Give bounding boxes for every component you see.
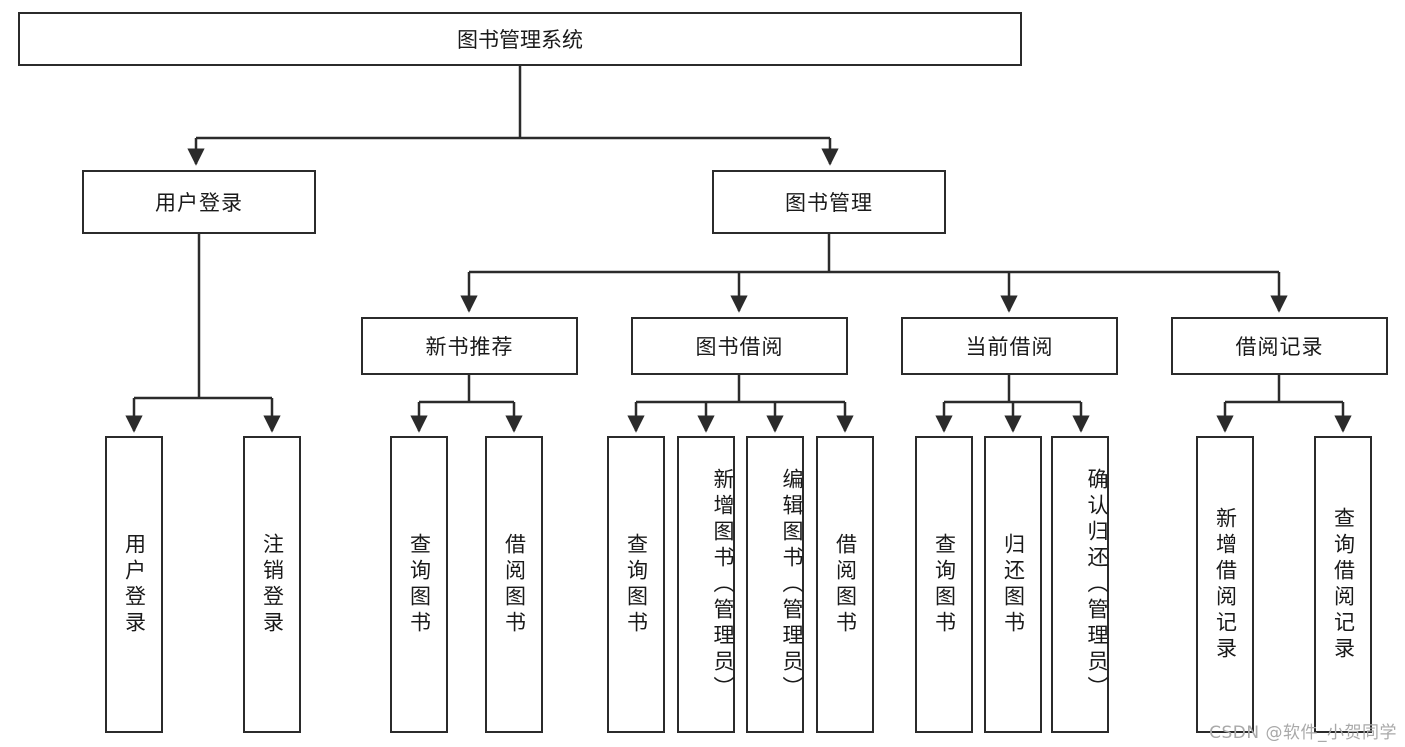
leaf-borrow-borrow-book[interactable]: 借阅图书 bbox=[816, 436, 874, 733]
node-label: 编辑图书（管理员） bbox=[780, 467, 804, 702]
leaf-current-query-book[interactable]: 查询图书 bbox=[915, 436, 973, 733]
node-user-login[interactable]: 用户登录 bbox=[82, 170, 316, 234]
node-label: 用户登录 bbox=[122, 532, 147, 637]
leaf-user-login-logout[interactable]: 注销登录 bbox=[243, 436, 301, 733]
node-new-book-recommend[interactable]: 新书推荐 bbox=[361, 317, 578, 375]
node-label: 借阅图书 bbox=[502, 532, 527, 637]
node-label: 借阅图书 bbox=[833, 532, 858, 637]
node-label: 用户登录 bbox=[155, 191, 243, 215]
node-label: 图书借阅 bbox=[695, 335, 784, 359]
node-label: 查询图书 bbox=[624, 532, 649, 637]
leaf-recommend-borrow-book[interactable]: 借阅图书 bbox=[485, 436, 543, 733]
node-label: 确认归还（管理员） bbox=[1085, 467, 1109, 702]
leaf-record-query-record[interactable]: 查询借阅记录 bbox=[1314, 436, 1372, 733]
node-label: 图书管理系统 bbox=[457, 28, 583, 52]
watermark-text: CSDN @软件_小贺同学 bbox=[1209, 723, 1397, 743]
leaf-current-return-book[interactable]: 归还图书 bbox=[984, 436, 1042, 733]
node-label: 当前借阅 bbox=[965, 335, 1054, 359]
node-current-borrow[interactable]: 当前借阅 bbox=[901, 317, 1118, 375]
node-label: 查询图书 bbox=[407, 532, 432, 637]
node-label: 注销登录 bbox=[260, 532, 285, 637]
leaf-borrow-edit-book-admin[interactable]: 编辑图书（管理员） bbox=[746, 436, 804, 733]
node-label: 查询图书 bbox=[932, 532, 957, 637]
leaf-borrow-add-book-admin[interactable]: 新增图书（管理员） bbox=[677, 436, 735, 733]
node-label: 图书管理 bbox=[785, 191, 873, 215]
node-book-management[interactable]: 图书管理 bbox=[712, 170, 946, 234]
node-borrow-record[interactable]: 借阅记录 bbox=[1171, 317, 1388, 375]
node-label: 借阅记录 bbox=[1235, 335, 1324, 359]
node-book-borrow[interactable]: 图书借阅 bbox=[631, 317, 848, 375]
node-label: 归还图书 bbox=[1001, 532, 1026, 637]
leaf-user-login-login[interactable]: 用户登录 bbox=[105, 436, 163, 733]
leaf-borrow-query-book[interactable]: 查询图书 bbox=[607, 436, 665, 733]
leaf-record-add-record[interactable]: 新增借阅记录 bbox=[1196, 436, 1254, 733]
node-label: 查询借阅记录 bbox=[1331, 506, 1356, 663]
node-label: 新增借阅记录 bbox=[1213, 506, 1238, 663]
node-label: 新增图书（管理员） bbox=[711, 467, 735, 702]
node-root-system[interactable]: 图书管理系统 bbox=[18, 12, 1022, 66]
leaf-recommend-query-book[interactable]: 查询图书 bbox=[390, 436, 448, 733]
node-label: 新书推荐 bbox=[425, 335, 514, 359]
leaf-current-confirm-return-admin[interactable]: 确认归还（管理员） bbox=[1051, 436, 1109, 733]
